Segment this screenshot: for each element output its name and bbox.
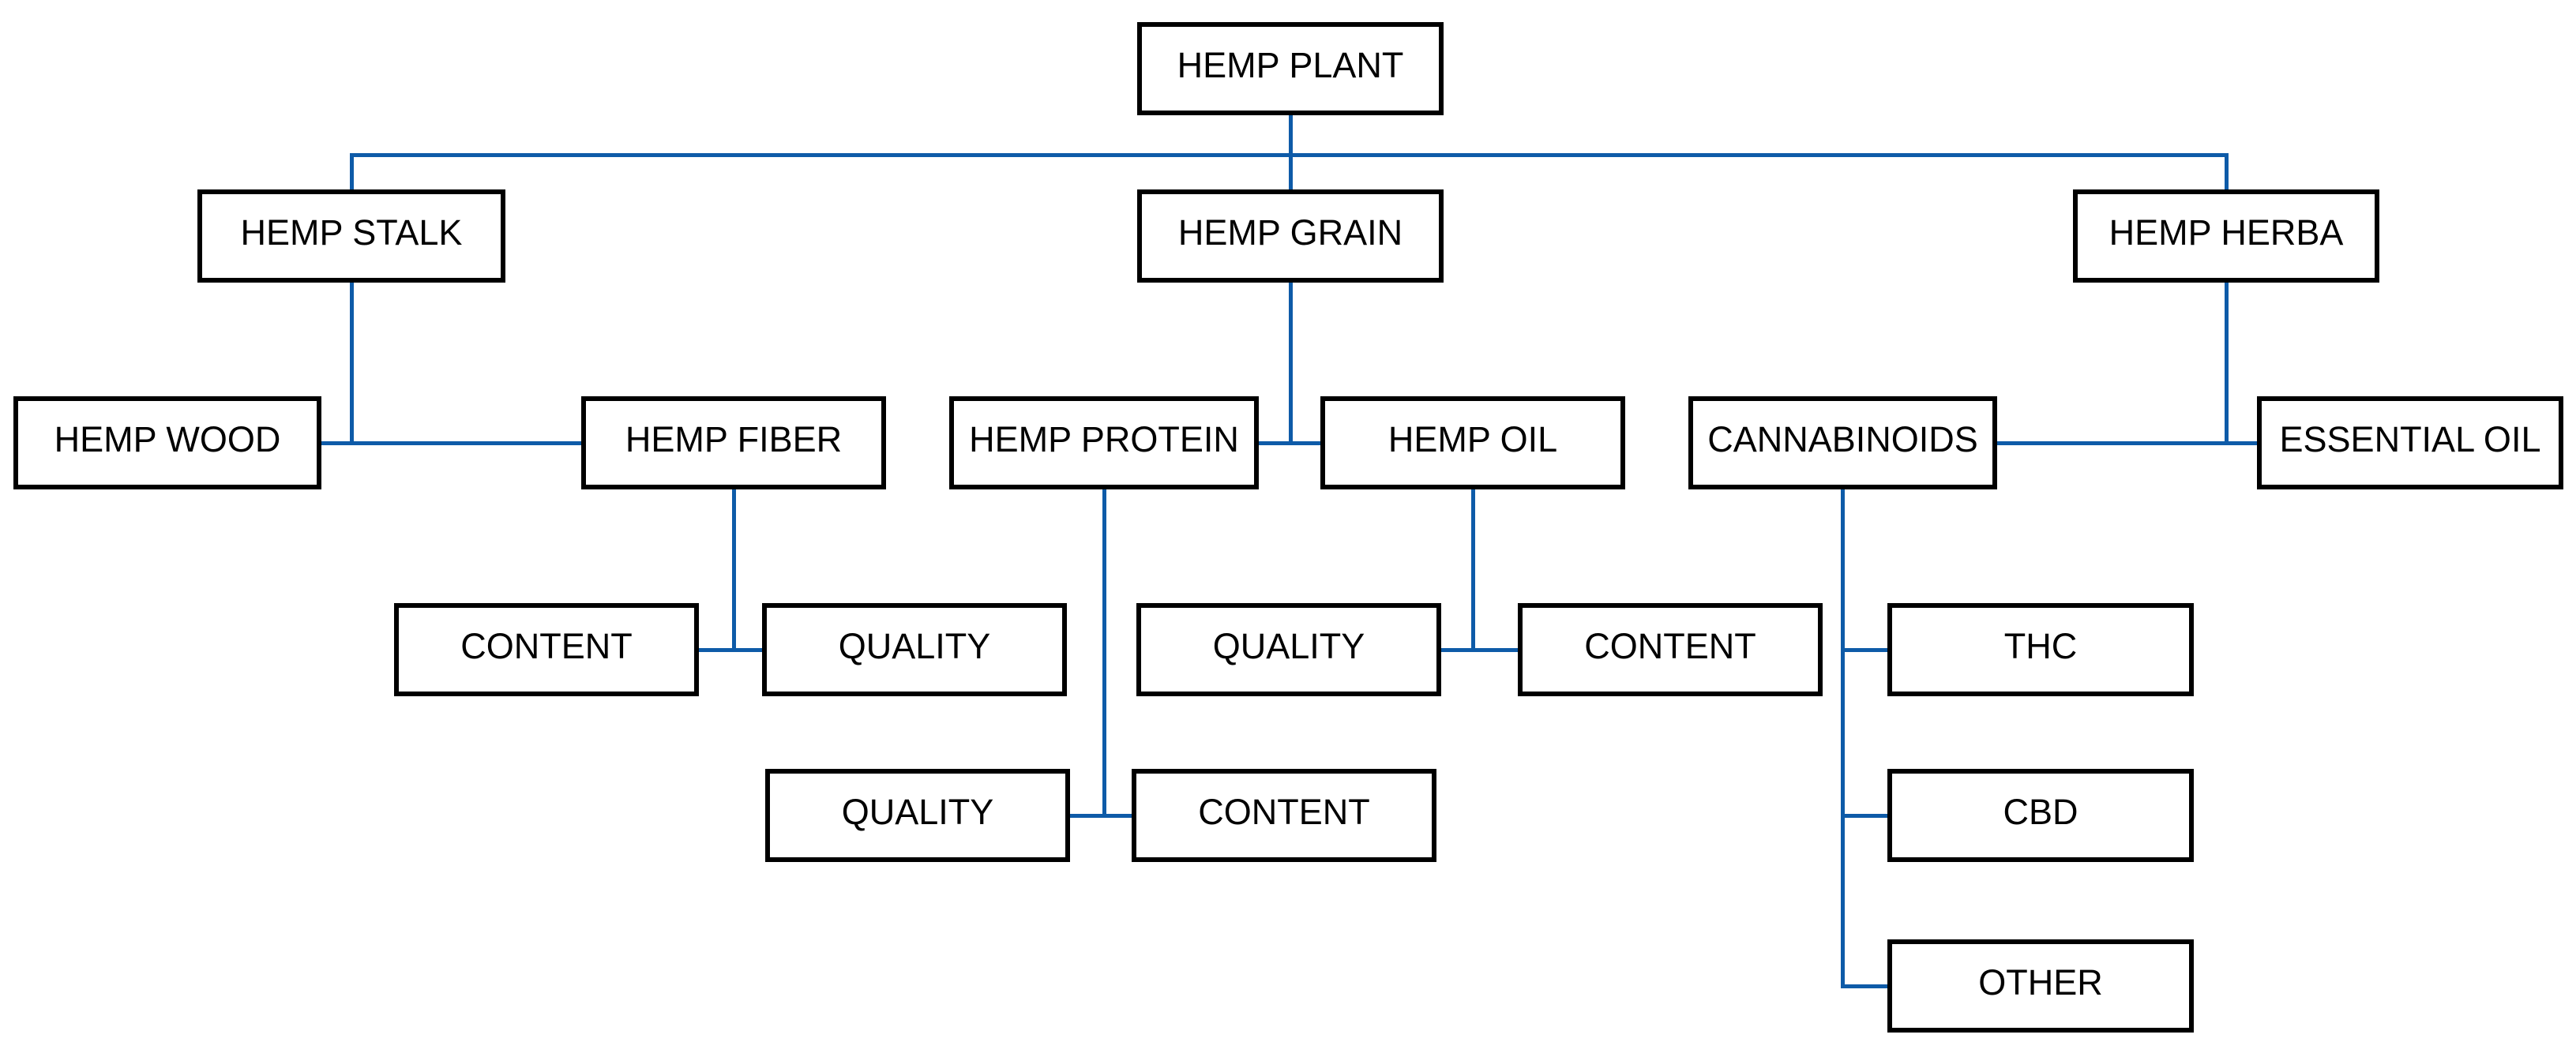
node-hemp-grain: HEMP GRAIN <box>1137 189 1444 283</box>
edge-fiber-drop <box>732 489 736 652</box>
node-protein-quality: QUALITY <box>765 769 1070 862</box>
node-hemp-wood: HEMP WOOD <box>13 396 321 489</box>
edge-rail-to-herba <box>2225 153 2229 189</box>
edge-oil-quality-content-link <box>1441 648 1518 652</box>
node-hemp-fiber: HEMP FIBER <box>581 396 886 489</box>
edge-oil-drop <box>1471 489 1475 652</box>
node-protein-content: CONTENT <box>1132 769 1436 862</box>
edge-wood-fiber-link <box>321 441 581 445</box>
node-cannabinoids: CANNABINOIDS <box>1688 396 1997 489</box>
edge-stalk-drop <box>350 283 354 445</box>
edge-cannabinoids-drop <box>1841 489 1845 988</box>
node-thc: THC <box>1887 603 2194 696</box>
edge-thc-stub <box>1841 648 1887 652</box>
node-cbd: CBD <box>1887 769 2194 862</box>
node-fiber-content: CONTENT <box>394 603 699 696</box>
node-hemp-oil: HEMP OIL <box>1320 396 1625 489</box>
edge-cbd-stub <box>1841 814 1887 818</box>
node-oil-quality: QUALITY <box>1136 603 1441 696</box>
node-essential-oil: ESSENTIAL OIL <box>2257 396 2563 489</box>
edge-protein-quality-content-link <box>1070 814 1132 818</box>
edge-cannabinoids-essential-link <box>1997 441 2257 445</box>
node-hemp-plant: HEMP PLANT <box>1137 22 1444 115</box>
edge-protein-oil-link <box>1259 441 1320 445</box>
edge-plant-drop <box>1289 115 1293 155</box>
node-oil-content: CONTENT <box>1518 603 1823 696</box>
node-hemp-herba: HEMP HERBA <box>2073 189 2379 283</box>
edge-herba-drop <box>2225 283 2229 445</box>
edge-grain-drop <box>1289 283 1293 445</box>
edge-rail-to-grain <box>1289 153 1293 189</box>
edge-protein-drop <box>1102 489 1106 818</box>
node-other: OTHER <box>1887 939 2194 1033</box>
node-hemp-protein: HEMP PROTEIN <box>949 396 1259 489</box>
edge-rail-to-stalk <box>350 153 354 189</box>
edge-other-stub <box>1841 984 1887 988</box>
node-fiber-quality: QUALITY <box>762 603 1067 696</box>
edge-fiber-content-quality-link <box>699 648 762 652</box>
node-hemp-stalk: HEMP STALK <box>197 189 505 283</box>
